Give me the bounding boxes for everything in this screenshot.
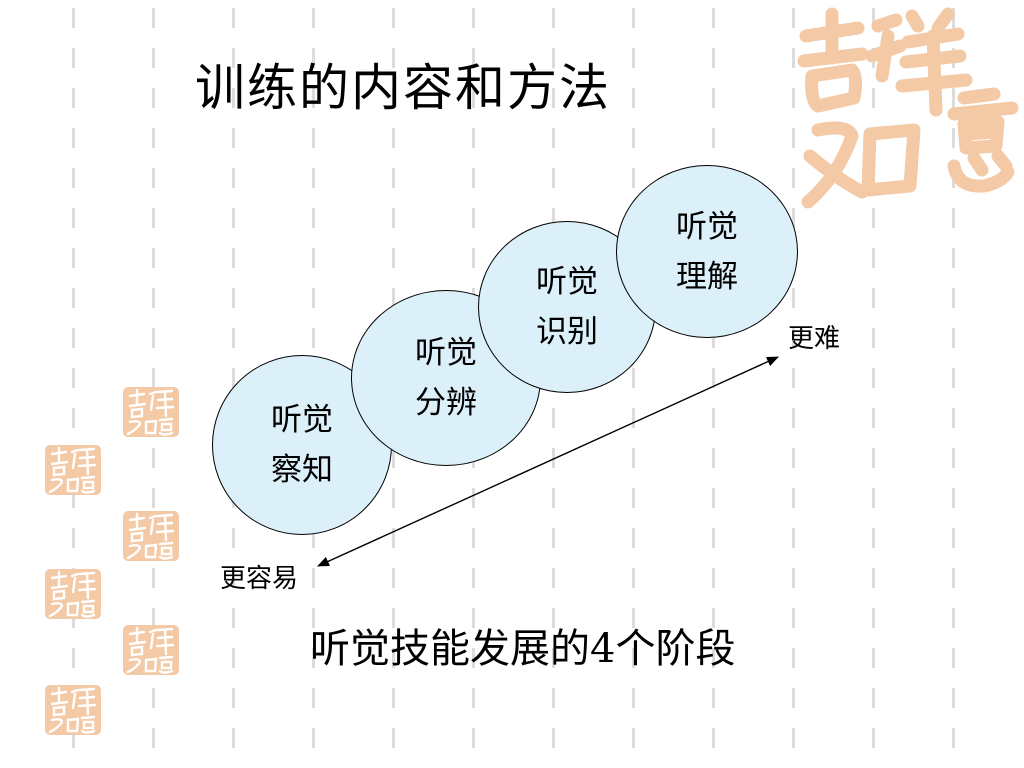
stage-circle-comprehension: 听觉理解 (616, 165, 798, 338)
seal-stamp-icon (45, 445, 101, 495)
slide-title: 训练的内容和方法 (195, 59, 611, 117)
stage-label: 听觉分辨 (415, 335, 477, 421)
seal-stamp-icon (123, 625, 179, 675)
seal-logo-icon (797, 7, 1019, 209)
seal-stamp-icon (45, 685, 101, 735)
seal-stamp-icon (45, 569, 101, 619)
stage-label: 听觉理解 (676, 208, 738, 295)
stage-label: 听觉察知 (271, 402, 333, 488)
slide-caption: 听觉技能发展的4个阶段 (310, 626, 736, 672)
seal-stamp-icon (123, 511, 179, 561)
stage-circle-identification: 听觉识别 (478, 221, 656, 393)
stage-label: 听觉识别 (536, 264, 598, 350)
seal-stamp-icon (123, 387, 179, 437)
easier-label: 更容易 (220, 564, 299, 594)
harder-label: 更难 (788, 324, 841, 354)
